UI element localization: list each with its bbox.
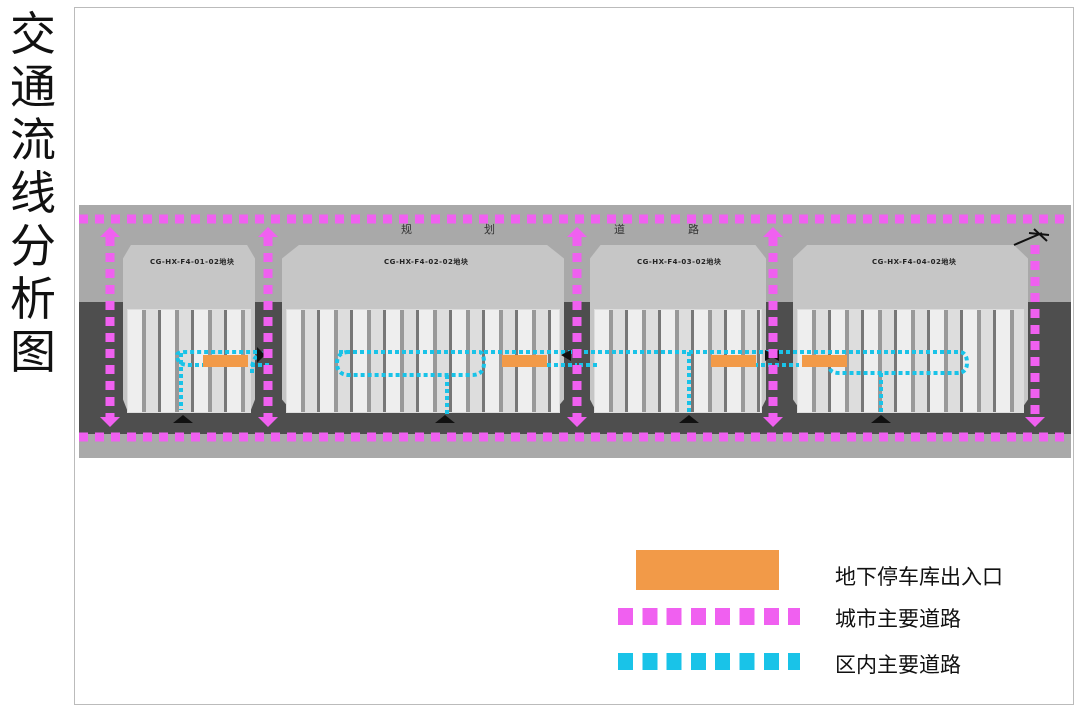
- garage-entrance-1: [203, 355, 248, 367]
- road-name-char: 划: [484, 223, 495, 236]
- title-char: 析: [10, 272, 56, 326]
- plot-label: CG-HX-F4-01-02地块: [150, 258, 235, 266]
- garage-entrance-4: [802, 355, 847, 367]
- cyan-dots: [618, 653, 800, 670]
- title-char: 线: [10, 166, 56, 220]
- legend-label-internal-road: 区内主要道路: [835, 653, 961, 677]
- legend-swatch-garage: [636, 550, 779, 590]
- orange-swatch: [636, 550, 779, 590]
- plot-label: CG-HX-F4-03-02地块: [637, 258, 722, 266]
- road-name-char: 道: [614, 223, 625, 236]
- garage-entrance-3: [711, 355, 756, 367]
- legend-swatch-internal-road: [618, 653, 800, 670]
- legend-label-city-road: 城市主要道路: [835, 607, 961, 631]
- plot-label: CG-HX-F4-02-02地块: [384, 258, 469, 266]
- title-char: 分: [10, 219, 56, 273]
- title-char: 图: [10, 325, 56, 379]
- north-arrow-icon: [1013, 228, 1050, 246]
- route-overlay: [79, 214, 1071, 442]
- city-road-lines: [79, 214, 1071, 442]
- road-name-char: 规: [401, 223, 412, 236]
- pink-dots: [618, 608, 800, 625]
- page-title: 交 通 流 线 分 析 图: [6, 8, 60, 379]
- road-name-char: 路: [688, 223, 699, 236]
- road-direction-arrows: [100, 227, 1045, 427]
- legend-swatch-city-road: [618, 608, 800, 625]
- site-plan-map: CG-HX-F4-01-02地块 CG-HX-F4-02-02地块 CG-HX-…: [79, 205, 1071, 458]
- title-char: 交: [10, 7, 56, 61]
- slide-frame: [74, 7, 1074, 705]
- legend-label-garage: 地下停车库出入口: [835, 565, 1003, 589]
- title-char: 流: [10, 113, 56, 167]
- garage-entrance-2: [502, 355, 547, 367]
- plot-label: CG-HX-F4-04-02地块: [872, 258, 957, 266]
- internal-road-lines: [174, 350, 970, 415]
- title-char: 通: [10, 60, 56, 114]
